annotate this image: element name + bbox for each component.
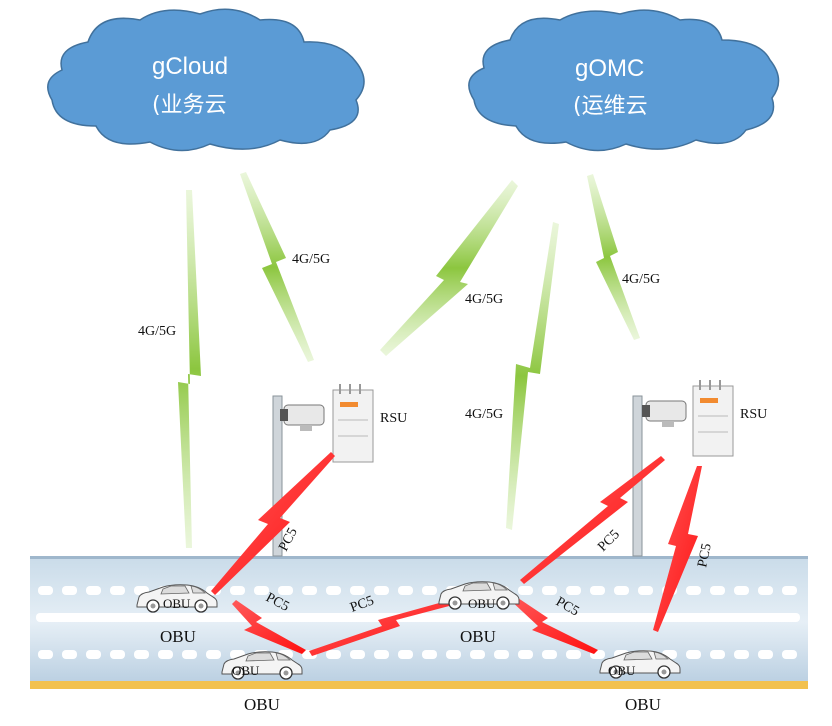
cellular-link-gcloud-road	[178, 190, 201, 548]
lane-dash	[758, 586, 773, 595]
rsu-pole	[272, 395, 283, 557]
pc5-link-rsu-left-car1	[211, 452, 335, 595]
lane-dash	[374, 586, 389, 595]
vehicle-obu-4: OBU OBU	[599, 650, 681, 714]
lane-dash	[398, 650, 413, 659]
obu-label: OBU	[625, 695, 661, 714]
lane-dash	[350, 650, 365, 659]
lane-dash	[62, 586, 77, 595]
vehicle-obu-3: OBU OBU	[438, 581, 520, 646]
rsu-unit-icon	[692, 380, 734, 457]
gomc-title: gOMC	[575, 55, 644, 82]
cellular-label-3: 4G/5G	[465, 292, 503, 307]
lane-dash	[38, 650, 53, 659]
cellular-label-1: 4G/5G	[138, 324, 176, 339]
obu-badge: OBU	[608, 663, 636, 678]
gcloud-title: gCloud	[152, 53, 228, 80]
lane-dash	[422, 650, 437, 659]
lane-dash	[86, 586, 101, 595]
lane-dash	[710, 586, 725, 595]
pc5-links	[211, 452, 702, 656]
lane-dash	[374, 650, 389, 659]
vehicle-obu-1: OBU OBU	[136, 584, 218, 646]
lane-dash	[230, 586, 245, 595]
obu-badge: OBU	[163, 596, 191, 611]
lane-dash	[518, 586, 533, 595]
lane-dash	[86, 650, 101, 659]
cellular-link-gomc-rsu-left	[380, 180, 518, 356]
pc5-label-6: PC5	[695, 542, 715, 569]
rsu-left-label: RSU	[380, 411, 407, 426]
road	[30, 556, 808, 689]
camera-icon	[642, 400, 687, 427]
lane-dash	[614, 586, 629, 595]
lane-dash	[158, 650, 173, 659]
lane-dash	[566, 586, 581, 595]
lane-dash	[686, 586, 701, 595]
lane-dash	[254, 586, 269, 595]
gcloud-subtitle: (业务云	[152, 93, 227, 118]
lane-dash	[518, 650, 533, 659]
lane-dashes-bottom	[38, 650, 797, 659]
cellular-label-2: 4G/5G	[292, 252, 330, 267]
pc5-label-4: PC5	[595, 527, 623, 555]
lane-dash	[590, 586, 605, 595]
lane-dash	[206, 650, 221, 659]
pc5-link-car3-car4	[508, 594, 598, 654]
lane-dash	[686, 650, 701, 659]
lane-dash	[38, 586, 53, 595]
camera-icon	[280, 404, 325, 431]
lane-dash	[782, 650, 797, 659]
pc5-link-rsu-right-car4	[653, 466, 702, 632]
obu-label: OBU	[460, 627, 496, 646]
gomc-subtitle: (运维云	[573, 94, 648, 119]
lane-dash	[494, 650, 509, 659]
cellular-link-gomc-road	[506, 222, 559, 530]
rsu-left: RSU	[272, 384, 407, 557]
obu-badge: OBU	[468, 596, 496, 611]
gomc-cloud: gOMC (运维云	[468, 9, 780, 152]
lane-dash	[110, 586, 125, 595]
obu-badge: OBU	[232, 663, 260, 678]
lane-dash	[542, 650, 557, 659]
lane-dash	[446, 650, 461, 659]
lane-dash	[110, 650, 125, 659]
pc5-link-car3-car2	[309, 600, 453, 656]
pc5-link-rsu-right-car3	[520, 456, 665, 584]
cellular-link-gomc-rsu-right	[587, 174, 640, 340]
lane-dash	[326, 586, 341, 595]
lane-dash	[398, 586, 413, 595]
lane-dash	[758, 650, 773, 659]
lane-dash	[542, 586, 557, 595]
lane-dash	[566, 650, 581, 659]
lane-dash	[326, 650, 341, 659]
gcloud-cloud: gCloud (业务云	[47, 8, 365, 152]
cellular-links	[178, 172, 640, 548]
obu-label: OBU	[244, 695, 280, 714]
rsu-right-label: RSU	[740, 407, 767, 422]
pc5-link-car1-car2	[232, 600, 306, 654]
lane-dash	[62, 650, 77, 659]
lane-dash	[710, 650, 725, 659]
lane-dash	[302, 586, 317, 595]
lane-dash	[734, 650, 749, 659]
cellular-link-gcloud-rsu	[240, 172, 314, 362]
vehicle-obu-2: OBU OBU	[221, 651, 303, 714]
cellular-label-5: 4G/5G	[622, 272, 660, 287]
lane-dash	[638, 586, 653, 595]
lane-dash	[134, 650, 149, 659]
rsu-unit-icon	[332, 384, 374, 463]
obu-label: OBU	[160, 627, 196, 646]
lane-dash	[278, 586, 293, 595]
lane-dash	[734, 586, 749, 595]
lane-dash	[350, 586, 365, 595]
lane-dash	[182, 650, 197, 659]
lane-dash	[470, 650, 485, 659]
lane-dash	[422, 586, 437, 595]
cellular-label-4: 4G/5G	[465, 407, 503, 422]
lane-dash	[782, 586, 797, 595]
